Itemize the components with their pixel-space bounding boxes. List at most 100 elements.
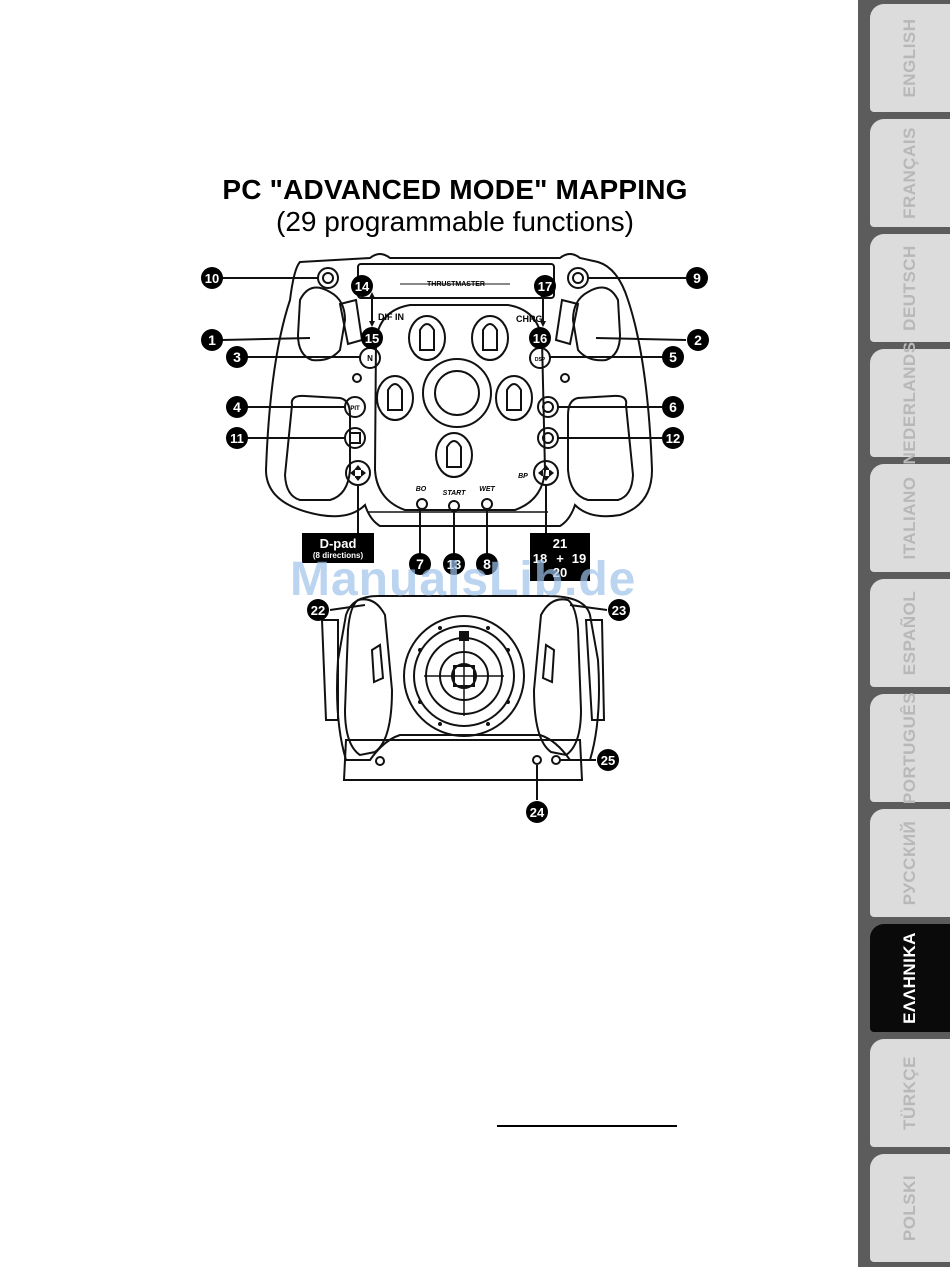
tab-greek[interactable]: ΕΛΛΗΝΙΚΑ [870, 924, 950, 1032]
watermark-logo: ManualsLib.de [290, 553, 637, 606]
callout-badge-8 [476, 553, 498, 575]
callout-number-4: 4 [233, 399, 241, 415]
brand-logo: THRUSTMASTER [427, 281, 485, 288]
dpad-sublabel: (8 directions) [313, 551, 364, 560]
right-back-paddle [532, 598, 583, 757]
tab-russian-label: РУССКИЙ [900, 820, 919, 906]
tab-italiano[interactable]: ITALIANO [870, 464, 950, 572]
callout-badge-3 [226, 346, 248, 368]
tab-deutsch[interactable]: DEUTSCH [870, 234, 950, 342]
tab-polski-label: POLSKI [900, 1174, 919, 1242]
left-grip [283, 394, 351, 501]
right-pad-19: 19 [572, 551, 586, 566]
tab-francais-label: FRANÇAIS [900, 127, 919, 219]
callout-number-7: 7 [416, 556, 424, 572]
callout-number-24: 24 [530, 805, 545, 820]
dpad-label: D-pad [320, 536, 357, 551]
tab-portugues-label: PORTUGUÊS [900, 691, 919, 805]
tab-turkce-label: TÜRKÇE [900, 1056, 919, 1130]
right-pad-20: 20 [553, 565, 567, 580]
callout-badge-25 [597, 749, 619, 771]
tab-portugues[interactable]: PORTUGUÊS [870, 691, 950, 805]
callout-number-1: 1 [208, 332, 216, 348]
callout-number-9: 9 [693, 270, 701, 286]
callout-number-11: 11 [230, 431, 244, 446]
tab-polski[interactable]: POLSKI [870, 1154, 950, 1262]
callout-badge-6 [662, 396, 684, 418]
right-pad-plus: + [556, 551, 564, 566]
right-paddle [554, 298, 580, 346]
callout-badge-23 [608, 599, 630, 621]
callout-number-3: 3 [233, 349, 241, 365]
callout-badge-24 [526, 801, 548, 823]
callout-badge-17 [534, 275, 556, 297]
callout-number-2: 2 [694, 332, 702, 348]
tab-nederlands[interactable]: NEDERLANDS [870, 341, 950, 465]
callout-badge-15 [361, 327, 383, 349]
label-start: START [443, 490, 466, 497]
callout-number-17: 17 [538, 279, 552, 294]
label-bp: BP [518, 473, 528, 480]
page-title: PC "ADVANCED MODE" MAPPING [222, 174, 688, 205]
right-pad-18: 18 [533, 551, 547, 566]
callout-number-15: 15 [365, 331, 379, 346]
glyph-dsp: DSP [535, 357, 546, 363]
callout-number-16: 16 [533, 331, 547, 346]
tab-espanol[interactable]: ESPAÑOL [870, 579, 950, 687]
callout-badge-2 [687, 329, 709, 351]
callout-number-13: 13 [447, 557, 461, 572]
callout-badge-1 [201, 329, 223, 351]
callout-badge-12 [662, 427, 684, 449]
tab-english-label: ENGLISH [900, 18, 919, 98]
callout-number-10: 10 [205, 271, 219, 286]
callout-badge-13 [443, 553, 465, 575]
callout-badge-7 [409, 553, 431, 575]
callout-badge-4 [226, 396, 248, 418]
tab-english[interactable]: ENGLISH [870, 4, 950, 112]
dpad-label-box [302, 533, 374, 563]
tab-espanol-label: ESPAÑOL [900, 590, 919, 676]
callout-number-22: 22 [311, 603, 325, 618]
tab-russian[interactable]: РУССКИЙ [870, 809, 950, 917]
tab-deutsch-label: DEUTSCH [900, 245, 919, 331]
left-back-paddle [343, 598, 394, 757]
callout-badge-9 [686, 267, 708, 289]
tab-nederlands-label: NEDERLANDS [900, 341, 919, 465]
callout-badge-10 [201, 267, 223, 289]
label-bo: BO [416, 486, 427, 493]
tab-turkce[interactable]: TÜRKÇE [870, 1039, 950, 1147]
tab-italiano-label: ITALIANO [900, 476, 919, 560]
callout-badge-11 [226, 427, 248, 449]
callout-badge-5 [662, 346, 684, 368]
rotary-encoders [376, 315, 533, 478]
glyph-pit: PIT [350, 406, 360, 412]
wheel-back-base [342, 739, 584, 781]
right-grip [567, 394, 635, 501]
wheel-front-outline [264, 253, 654, 527]
label-dif-in: DIF IN [378, 312, 404, 322]
label-chrg: CHRG [516, 314, 543, 324]
callout-number-12: 12 [666, 431, 680, 446]
page-subtitle: (29 programmable functions) [276, 206, 634, 237]
label-wet: WET [479, 486, 495, 493]
glyph-n: N [367, 354, 373, 363]
callout-number-23: 23 [612, 603, 626, 618]
tab-francais[interactable]: FRANÇAIS [870, 119, 950, 227]
callout-badge-14 [351, 275, 373, 297]
callout-number-8: 8 [483, 556, 491, 572]
tab-greek-label: ΕΛΛΗΝΙΚΑ [900, 932, 919, 1024]
quick-release-outer [403, 615, 525, 737]
callout-number-5: 5 [669, 349, 677, 365]
right-pad-21: 21 [553, 536, 567, 551]
callout-badge-22 [307, 599, 329, 621]
underline-rule [497, 1125, 677, 1127]
callout-number-14: 14 [355, 279, 370, 294]
callout-number-6: 6 [669, 399, 677, 415]
callout-badge-16 [529, 327, 551, 349]
callout-number-25: 25 [601, 753, 615, 768]
center-knob [422, 358, 492, 428]
right-pad-label-box [530, 533, 590, 581]
language-sidebar: ENGLISH FRANÇAIS DEUTSCH NEDERLANDS ITAL… [858, 0, 950, 1267]
